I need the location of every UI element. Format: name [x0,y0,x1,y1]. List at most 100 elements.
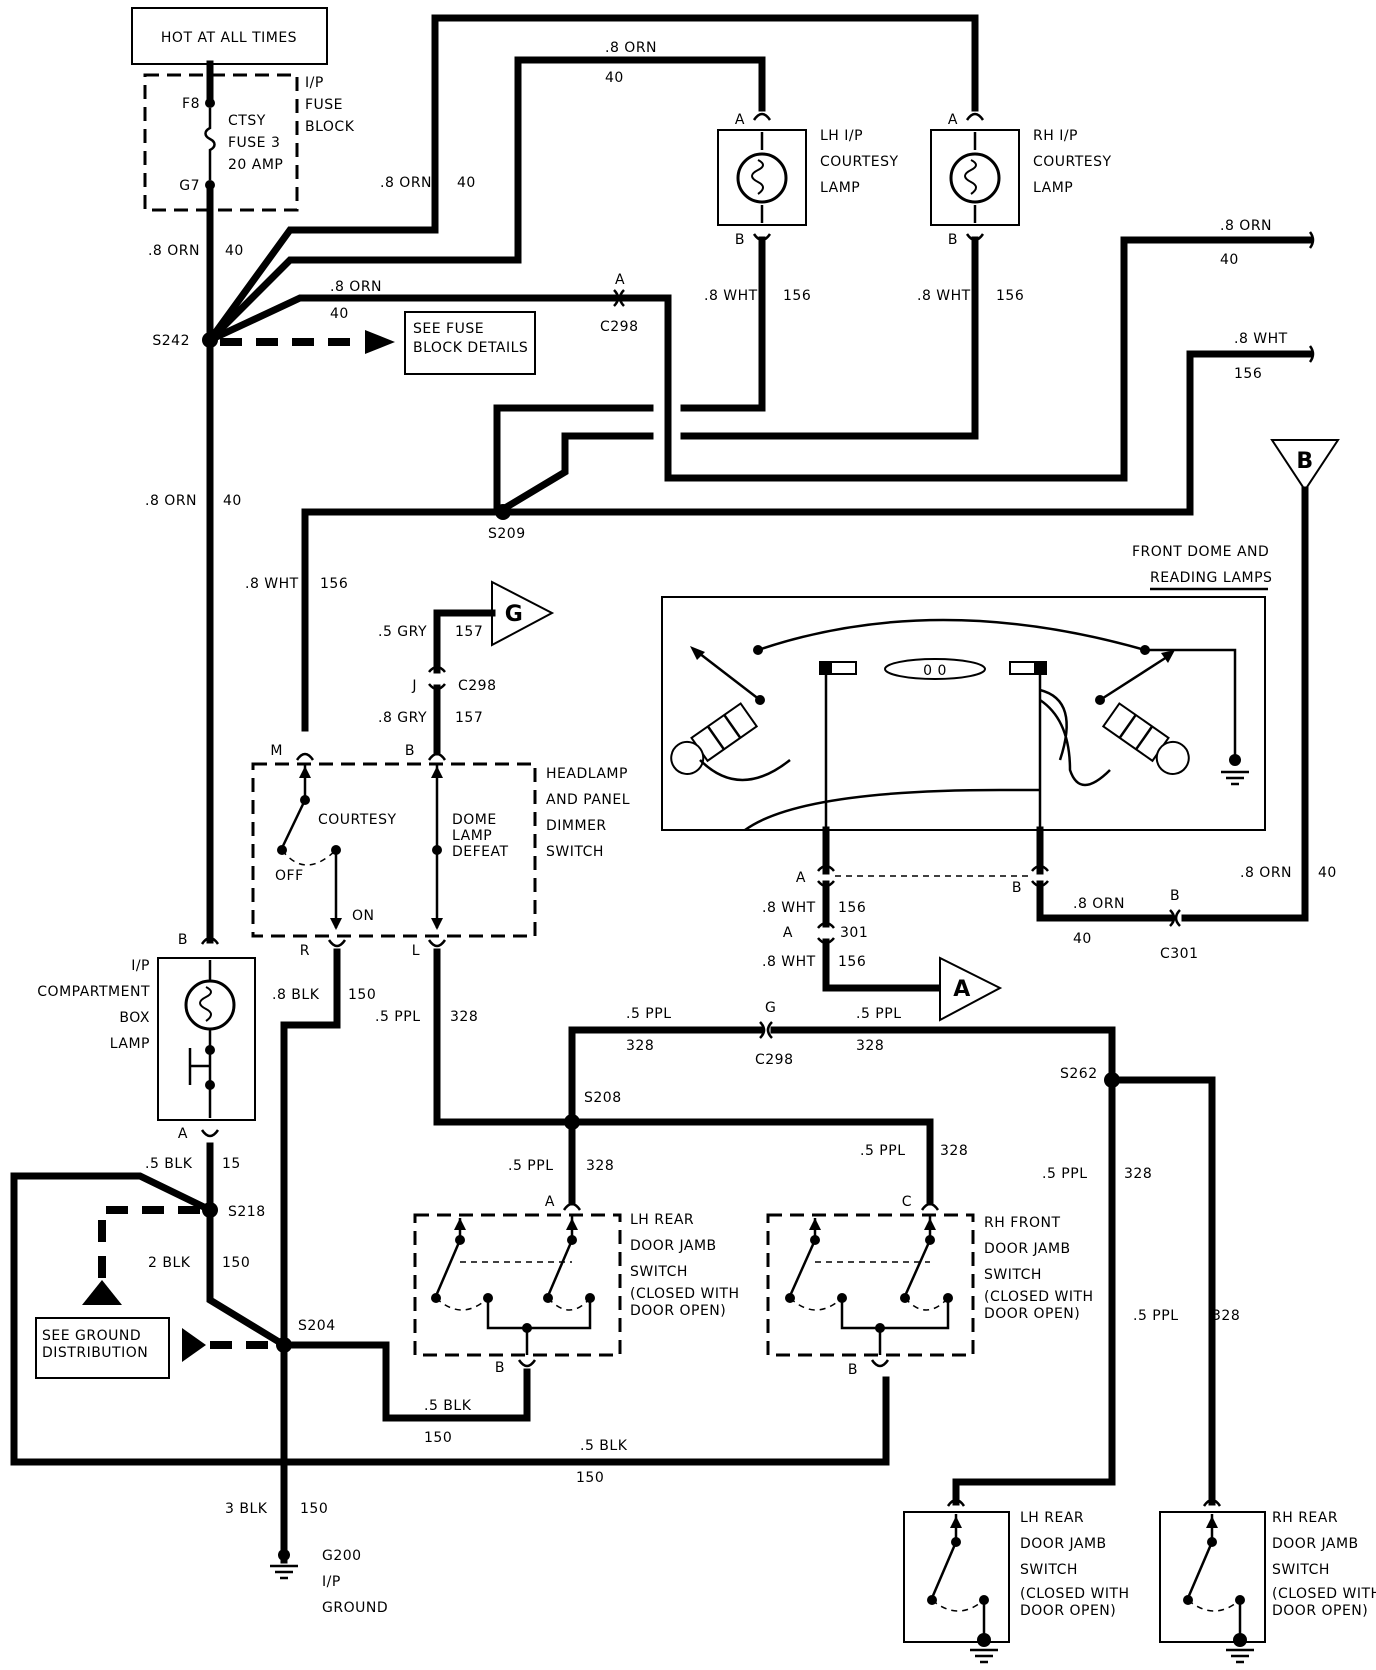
splice-s209 [495,504,511,520]
wire-label: .5 BLK [145,1156,193,1172]
rh-ip-courtesy-lamp: A B RH I/P COURTESY LAMP [930,112,1111,248]
wire-label: .8 ORN [605,40,657,56]
pin-g7: G7 [179,178,200,194]
wire-label: .5 BLK [580,1438,628,1454]
front-dome-reading-lamps: 0 0 [661,596,1266,832]
wire-circuit: 40 [225,243,244,259]
wire-label: DIMMER [546,818,607,834]
wire-label: B [1170,888,1180,904]
lh-rear-door-jamb-switch: A B LH REAR DOOR JAMB SWITCH (CLOSED WIT… [413,1194,739,1376]
wire-label: I/P [131,958,150,974]
wire-label: READING LAMPS [1150,570,1272,586]
wire-label: LH REAR [1020,1510,1084,1526]
ground-distribution-note: SEE GROUND DISTRIBUTION [35,1317,170,1379]
wire-label: 3 BLK [225,1501,268,1517]
g200-ip-ground: G200 I/P GROUND [268,1548,388,1616]
wire-label: G [765,1000,776,1016]
wire-label: B [848,1362,858,1378]
wire-label: 40 [1073,931,1092,947]
wire-label: DOOR OPEN) [1020,1603,1116,1619]
wire-label: LAMP [452,828,492,844]
wire-label: OFF [275,868,304,884]
wire-label: BLOCK DETAILS [413,340,528,356]
connector-c298-g: G C298 [755,1000,794,1068]
wire-label: .8 WHT [762,900,816,916]
wire-label: SWITCH [984,1267,1042,1283]
splice-s262 [1104,1072,1120,1088]
splice-s204-label: S204 [298,1318,336,1334]
wire-label: 156 [996,288,1024,304]
wire-label: .8 WHT [917,288,971,304]
wire-label: 150 [576,1470,604,1486]
fuse-line-2: FUSE 3 [228,135,280,151]
wire-label: COMPARTMENT [37,984,150,1000]
wire-label: RH FRONT [984,1215,1061,1231]
wire-label: DOOR JAMB [1020,1536,1107,1552]
offpage-connector-a: A [939,956,1003,1022]
rh-front-door-jamb-switch: C B RH FRONT DOOR JAMB SWITCH (CLOSED WI… [766,1194,1094,1378]
wire-label: DOOR OPEN) [1272,1603,1368,1619]
wire-label: .8 ORN [148,243,200,259]
wire-label: A [615,272,625,288]
wire-label: 157 [455,624,483,640]
wire-label: RH REAR [1272,1510,1338,1526]
wire-label: FRONT DOME AND [1132,544,1269,560]
wire-label: 156 [783,288,811,304]
hot-at-all-times-box: HOT AT ALL TIMES [131,7,328,65]
wire-label: 328 [450,1009,478,1025]
wire-label: G [505,602,524,627]
wire-label: 40 [223,493,242,509]
wire-label: 328 [626,1038,654,1054]
wire-label: SWITCH [630,1264,688,1280]
wire-label: ON [352,908,375,924]
wire-label: DOOR OPEN) [630,1303,726,1319]
wire-label: 301 [840,925,868,941]
wire-label: 15 [222,1156,241,1172]
wire-label: A [735,112,745,128]
wire-label: .5 PPL [856,1006,902,1022]
wire-label: A [796,870,806,886]
wire-label: A [948,112,958,128]
wire-label: 156 [838,900,866,916]
wire-label: C [902,1194,912,1210]
wire-label: 2 BLK [148,1255,191,1271]
wire-label: .8 ORN [1073,896,1125,912]
wire-label: B [405,743,415,759]
wire-label: .8 GRY [378,710,427,726]
wire-label: C298 [755,1052,794,1068]
wire-label: SWITCH [546,844,604,860]
fuse-block-line-3: BLOCK [305,119,355,135]
wire-label: SWITCH [1020,1562,1078,1578]
wire-label: .8 WHT [245,576,299,592]
wire-label: DEFEAT [452,844,509,860]
wire-label: LAMP [820,180,860,196]
wire-label: LH REAR [630,1212,694,1228]
wire-label: .8 ORN [1220,218,1272,234]
wire-label: 328 [856,1038,884,1054]
wire-label: I/P [322,1574,341,1590]
wire-label: SWITCH [1272,1562,1330,1578]
wire-label: 156 [320,576,348,592]
wire-label: COURTESY [318,812,397,828]
splice-s262-label: S262 [1060,1066,1098,1082]
wire-label: A [953,977,971,1002]
rh-rear-door-jamb-switch: RH REAR DOOR JAMB SWITCH (CLOSED WITH DO… [1159,1498,1376,1664]
wire-label: DOME [452,812,497,828]
fuse-block-details-note: SEE FUSE BLOCK DETAILS [404,311,536,375]
wire-label: B [1296,449,1313,474]
wire-label: 0 0 [923,663,947,679]
wire-label: 40 [1318,865,1337,881]
wire-label: 150 [424,1430,452,1446]
wire-label: (CLOSED WITH [1020,1586,1130,1602]
wire-label: .5 PPL [375,1009,421,1025]
wire-label: B [948,232,958,248]
wire-label: (CLOSED WITH [984,1289,1094,1305]
wire-label: 157 [455,710,483,726]
wire-label: .8 ORN [330,279,382,295]
wire-label: C301 [1160,946,1199,962]
wire-label: GROUND [322,1600,388,1616]
wire-label: B [1012,880,1022,896]
fuse-block-line-1: I/P [305,75,324,91]
wire-label: 150 [222,1255,250,1271]
wire-label: LAMP [110,1036,150,1052]
